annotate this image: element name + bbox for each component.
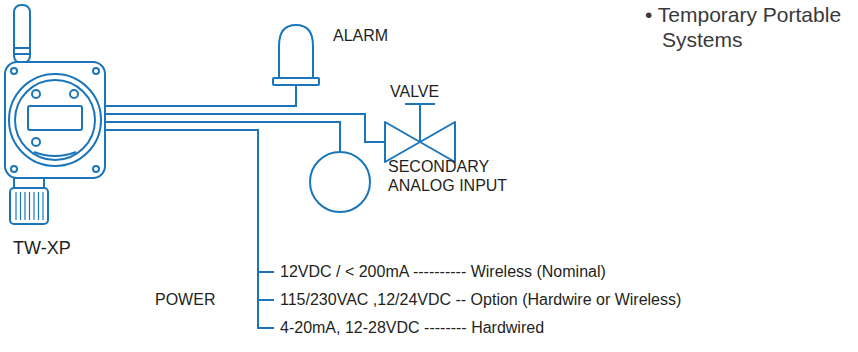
node-label: SECONDARY ANALOG INPUT (388, 157, 520, 195)
valve-body (385, 122, 420, 162)
housing-cover (9, 74, 101, 166)
fitting-neck (14, 178, 44, 188)
power-option: 115/230VAC ,12/24VDC -- Option (Hardwire… (280, 290, 681, 309)
valve-handle (405, 103, 435, 105)
knurl-line (29, 192, 30, 220)
alarm-node: ALARM (273, 25, 319, 85)
signal-wire (105, 85, 296, 106)
cable-gland (10, 188, 48, 224)
power-wire (105, 130, 258, 328)
transmitter-housing (5, 62, 105, 178)
signal-wire (105, 114, 385, 142)
bolt (93, 68, 99, 74)
node-label: VALVE (390, 82, 460, 101)
button (32, 138, 40, 146)
alarm-beacon (279, 25, 313, 78)
signal-wire (105, 122, 340, 152)
transmitter-node: TW-XP (5, 62, 105, 178)
feature-bullet: • Temporary Portable Systems (645, 2, 858, 52)
label-holder: 12VDC / < 200mA ---------- Wireless (Nom… (280, 262, 606, 281)
valve-stem (419, 104, 421, 142)
antenna (14, 5, 30, 63)
knurl-line (33, 192, 34, 220)
input-circle (310, 152, 370, 212)
bolt (93, 166, 99, 172)
node-label: TW-XP (13, 238, 113, 260)
button (32, 90, 40, 98)
housing-cover-ring (15, 80, 95, 160)
knurl-line (42, 192, 43, 220)
knurl-line (38, 192, 39, 220)
antenna-band (14, 47, 30, 49)
knurl-line (24, 192, 25, 220)
label-holder: • Temporary Portable Systems (645, 2, 858, 52)
label-holder: 115/230VAC ,12/24VDC -- Option (Hardwire… (280, 290, 681, 309)
bracket-tick (258, 271, 274, 273)
power-label: POWER (155, 290, 215, 309)
node-label: ALARM (333, 26, 379, 45)
power-option: 12VDC / < 200mA ---------- Wireless (Nom… (280, 262, 606, 281)
bolt (11, 166, 17, 172)
valve-body (420, 122, 455, 162)
bracket-tick (257, 327, 274, 329)
bolt (11, 68, 17, 74)
bracket-tick (258, 299, 274, 301)
knurl-line (20, 192, 21, 220)
power-option: 4-20mA, 12-28VDC -------- Hardwired (280, 318, 544, 337)
display-window (28, 106, 82, 130)
valve-node: VALVE (385, 104, 455, 162)
label-holder: POWER (155, 290, 215, 309)
knurl-line (15, 192, 16, 220)
input-node: SECONDARY ANALOG INPUT (310, 152, 370, 212)
beacon-base (273, 78, 319, 85)
label-holder: 4-20mA, 12-28VDC -------- Hardwired (280, 318, 544, 337)
logo-arc (34, 152, 76, 156)
button (70, 90, 78, 98)
antenna-band (14, 53, 30, 55)
